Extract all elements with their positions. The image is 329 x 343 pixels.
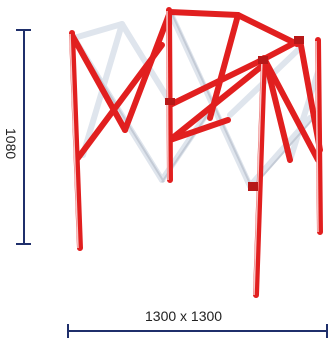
red-legs xyxy=(69,7,323,298)
joint-brackets xyxy=(165,36,304,191)
width-dimension-label: 1300 x 1300 xyxy=(145,308,223,324)
red-scissor-members xyxy=(69,9,323,163)
height-dimension-line xyxy=(16,29,31,245)
leg-highlights xyxy=(69,10,319,296)
height-dimension-label: 1080 xyxy=(3,128,19,160)
width-dimension-line xyxy=(67,324,328,338)
